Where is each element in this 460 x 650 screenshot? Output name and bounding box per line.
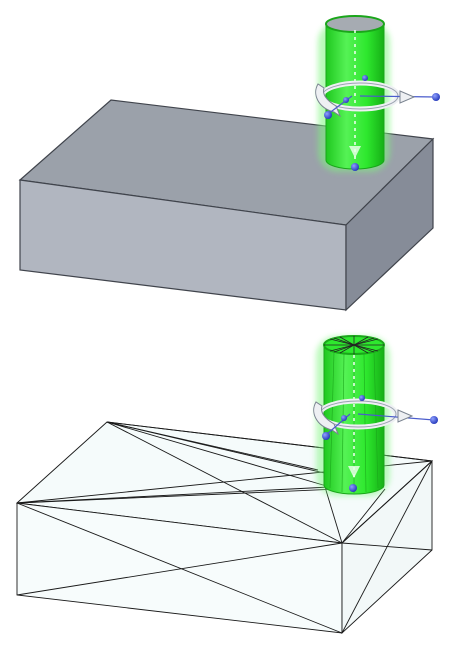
wheel-center-dot[interactable]: [359, 395, 365, 401]
cap-mesh: [324, 336, 384, 354]
axis-arrowhead: [348, 466, 360, 478]
wire-edge: [16, 502, 343, 634]
primary-axis-arrow: [397, 409, 414, 423]
wire-edge: [341, 488, 386, 544]
secondary-axis-dot[interactable]: [322, 432, 330, 440]
wheel-torus-handle: [313, 401, 340, 436]
wheel-torus-handle: [315, 83, 342, 118]
wireframe-view: [15, 335, 438, 635]
cylinder-wireframe[interactable]: [316, 335, 390, 496]
wire-edge: [341, 460, 433, 544]
block-right-face: [345, 137, 434, 312]
primary-axis-line: [359, 95, 437, 98]
axis-origin-dot[interactable]: [351, 163, 359, 171]
axis-arrowhead: [349, 146, 361, 158]
shaded-view: [18, 15, 440, 312]
steering-wheel-icon[interactable]: [313, 395, 438, 440]
wire-edge: [341, 460, 433, 634]
wire-edge: [106, 421, 343, 544]
cylinder-solid[interactable]: [318, 15, 390, 172]
secondary-axis-dot[interactable]: [324, 111, 332, 119]
wire-edge: [106, 421, 331, 488]
wire-edge: [106, 421, 319, 471]
primary-axis-arrow: [399, 90, 416, 104]
axis-origin-dot[interactable]: [349, 484, 357, 492]
wheel-plane-dot[interactable]: [341, 415, 347, 421]
primary-axis-dot[interactable]: [430, 416, 438, 424]
primary-axis-line: [357, 413, 435, 421]
wire-edge: [16, 542, 343, 596]
wheel-center-dot[interactable]: [362, 75, 368, 81]
primary-axis-dot[interactable]: [432, 93, 440, 101]
wheel-plane-dot[interactable]: [343, 97, 349, 103]
cylinder-top-cap: [325, 15, 385, 33]
wire-edge: [324, 486, 343, 544]
steering-wheel-icon[interactable]: [315, 75, 440, 119]
